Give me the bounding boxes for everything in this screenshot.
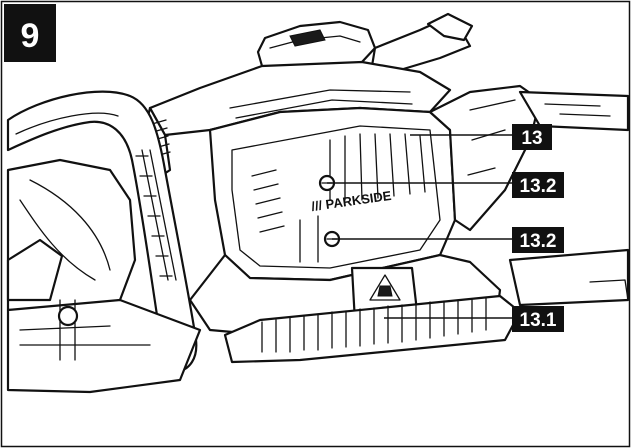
trimmer-illustration bbox=[6, 12, 630, 394]
callout-13: 13 bbox=[512, 124, 552, 150]
callout-13-label: 13 bbox=[521, 128, 542, 149]
callout-13-2-bottom: 13.2 bbox=[512, 227, 564, 253]
figure-number: 9 bbox=[21, 17, 40, 55]
callout-13-2-top: 13.2 bbox=[512, 172, 564, 198]
callout-13-2-bottom-label: 13.2 bbox=[520, 231, 557, 252]
callout-13-1: 13.1 bbox=[512, 306, 564, 332]
figure-number-badge: 9 bbox=[4, 4, 56, 62]
callout-13-1-label: 13.1 bbox=[520, 310, 557, 331]
leader-lines bbox=[327, 134, 512, 319]
callout-13-2-top-label: 13.2 bbox=[520, 176, 557, 197]
